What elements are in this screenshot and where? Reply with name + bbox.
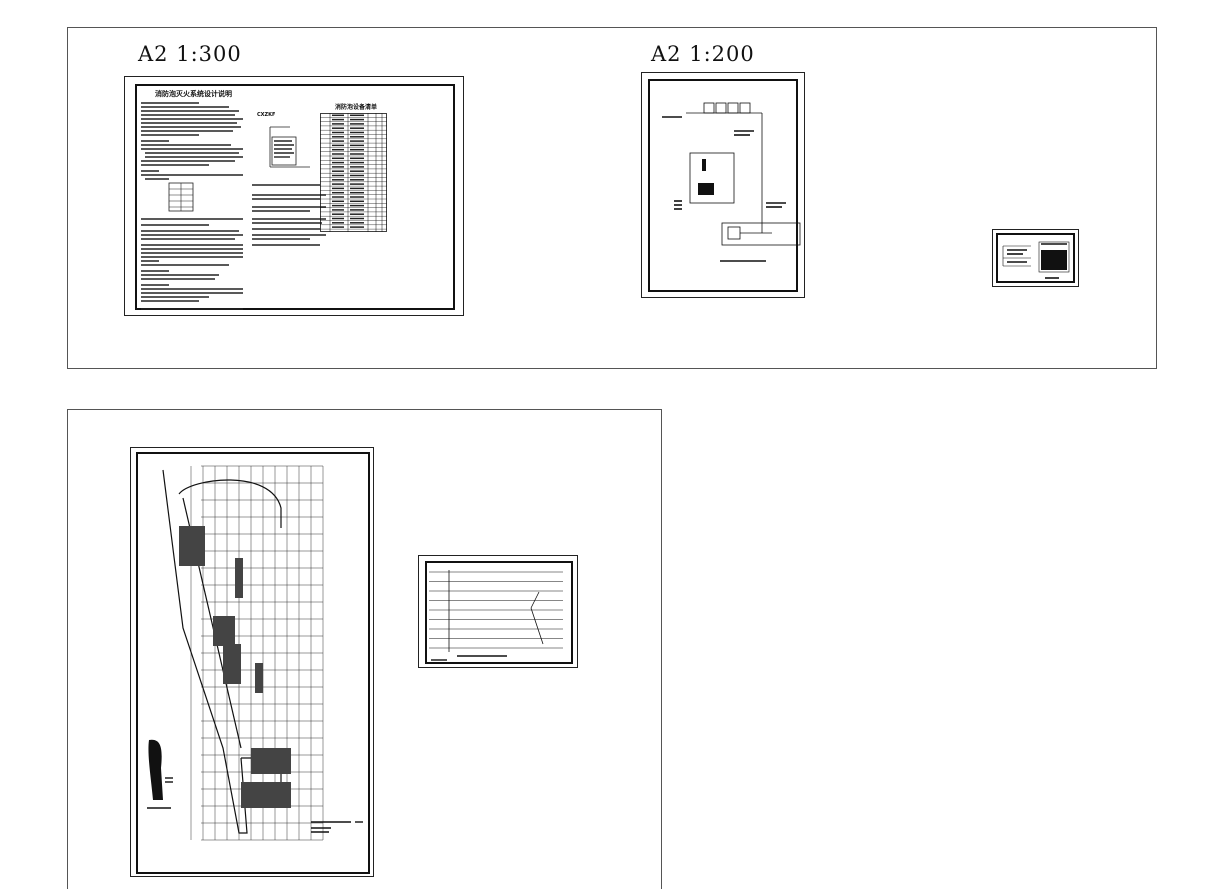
design-notes-title: 消防泡灭火系统设计说明 [155,90,232,98]
notes-text-column [141,102,243,310]
system-diagram-border [648,79,798,292]
system-diagram-label: CXZKF [257,112,276,118]
equipment-table[interactable] [320,113,390,235]
riser-diagram-lines [429,570,563,661]
system-diagram-lines [662,102,801,262]
riser-diagram-drawing[interactable] [418,555,578,668]
floor-plan-border [136,452,370,874]
equipment-table-title: 消防泡设备清单 [335,104,378,111]
design-notes-drawing[interactable]: 消防泡灭火系统设计说明 CXZKF 消防泡设备清单 [124,76,464,316]
design-notes-border [135,84,455,310]
riser-diagram-border [425,561,573,664]
legend-border [996,233,1075,283]
scale-label-a2-200: A2 1:200 [651,42,755,66]
legend-drawing[interactable] [992,229,1079,287]
scale-label-a2-300: A2 1:300 [138,42,242,66]
floor-plan-drawing[interactable] [130,447,374,877]
system-sketch [252,126,326,246]
legend-content [1002,241,1070,279]
floor-plan-lines [147,465,363,841]
system-diagram-drawing[interactable] [641,72,805,298]
